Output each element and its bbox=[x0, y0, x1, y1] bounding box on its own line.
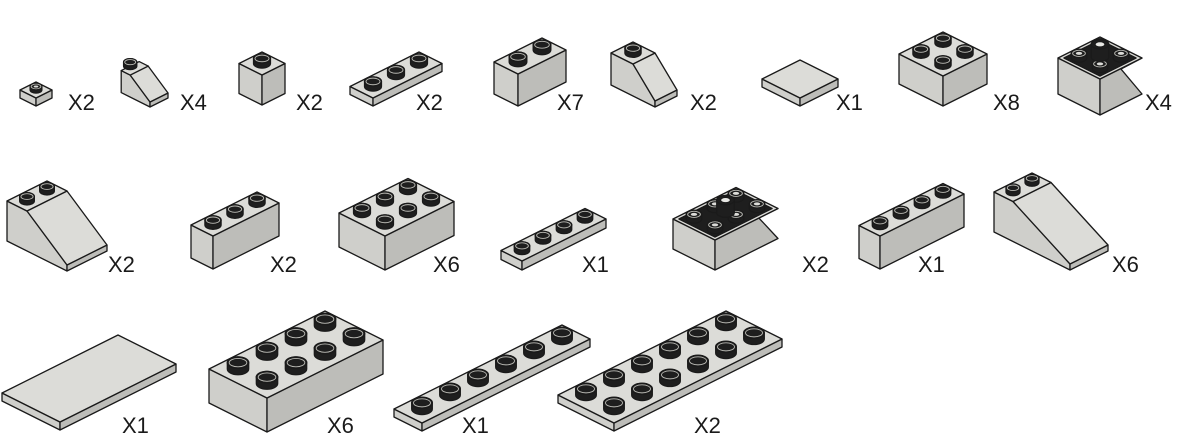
part-slope-2x2: X2 bbox=[7, 181, 135, 277]
qty-label: X1 bbox=[918, 252, 945, 277]
part-slope-3x2: X6 bbox=[994, 173, 1139, 277]
part-brick-1x3: X2 bbox=[191, 192, 297, 277]
part-slope-1x1: X4 bbox=[121, 59, 207, 115]
part-plate-2x6: X2 bbox=[558, 311, 782, 438]
brick-1x1-icon bbox=[239, 52, 285, 105]
slope-2x1-icon bbox=[611, 42, 677, 107]
slope-1x1-icon bbox=[121, 59, 168, 107]
part-inverted-slope-2x2: X4 bbox=[1058, 37, 1172, 115]
part-inverted-slope-2x3: X2 bbox=[673, 188, 829, 278]
part-brick-2x3: X6 bbox=[339, 179, 460, 278]
part-plate-1x6: X1 bbox=[394, 325, 590, 438]
qty-label: X2 bbox=[296, 90, 323, 115]
inverted-slope-2x2-icon bbox=[1058, 37, 1142, 115]
qty-label: X2 bbox=[270, 252, 297, 277]
tile-2x2-icon bbox=[762, 60, 838, 106]
qty-label: X1 bbox=[122, 413, 149, 438]
part-plate-1x4: X1 bbox=[501, 209, 609, 278]
plate-1x1-round-stud-icon bbox=[20, 82, 52, 106]
plate-1x6-icon bbox=[394, 325, 590, 431]
qty-label: X1 bbox=[462, 413, 489, 438]
qty-label: X1 bbox=[582, 252, 609, 277]
qty-label: X2 bbox=[416, 90, 443, 115]
qty-label: X6 bbox=[433, 252, 460, 277]
part-brick-2x2: X8 bbox=[899, 32, 1020, 115]
slope-3x2-icon bbox=[994, 173, 1108, 270]
qty-label: X2 bbox=[108, 252, 135, 277]
qty-label: X6 bbox=[1112, 252, 1139, 277]
qty-label: X2 bbox=[694, 413, 721, 438]
qty-label: X1 bbox=[836, 90, 863, 115]
brick-2x2-icon bbox=[899, 32, 987, 106]
plate-2x6-icon bbox=[558, 311, 782, 431]
brick-1x3-icon bbox=[191, 192, 279, 269]
qty-label: X6 bbox=[327, 413, 354, 438]
part-brick-1x1: X2 bbox=[239, 52, 323, 115]
qty-label: X2 bbox=[802, 252, 829, 277]
qty-label: X4 bbox=[1145, 90, 1172, 115]
slope-2x2-icon bbox=[7, 181, 107, 271]
part-tile-2x4: X1 bbox=[2, 335, 176, 438]
qty-label: X2 bbox=[68, 90, 95, 115]
part-brick-1x2: X7 bbox=[494, 38, 584, 115]
part-brick-2x4: X6 bbox=[209, 311, 383, 438]
tile-2x4-icon bbox=[2, 335, 176, 430]
brick-1x2-icon bbox=[494, 38, 566, 106]
part-tile-2x2: X1 bbox=[762, 60, 863, 115]
part-brick-1x4: X1 bbox=[859, 184, 964, 278]
inverted-slope-2x3-icon bbox=[673, 188, 778, 271]
brick-2x4-icon bbox=[209, 311, 383, 432]
qty-label: X7 bbox=[557, 90, 584, 115]
part-slope-2x1: X2 bbox=[611, 42, 717, 115]
qty-label: X2 bbox=[690, 90, 717, 115]
part-plate-1x1-round-stud: X2 bbox=[20, 82, 95, 115]
qty-label: X4 bbox=[180, 90, 207, 115]
brick-1x4-icon bbox=[859, 184, 964, 270]
part-plate-1x3: X2 bbox=[350, 52, 443, 115]
qty-label: X8 bbox=[993, 90, 1020, 115]
